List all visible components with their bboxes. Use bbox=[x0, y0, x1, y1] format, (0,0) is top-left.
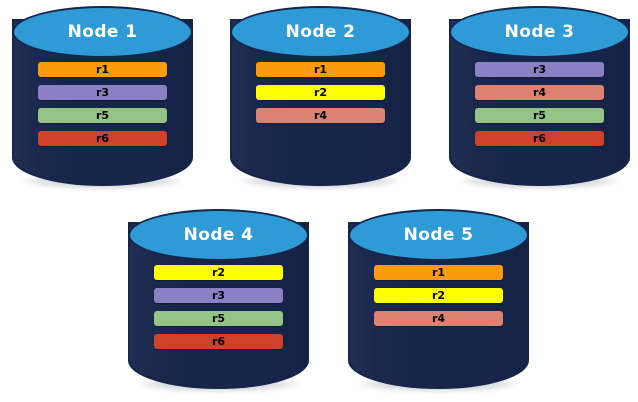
replica-list: r1 r3 r5 r6 bbox=[12, 62, 193, 146]
replica-list: r1 r2 r4 bbox=[230, 62, 411, 123]
replica-bar-r3[interactable]: r3 bbox=[154, 288, 283, 303]
replica-bar-r5[interactable]: r5 bbox=[154, 311, 283, 326]
replica-label: r3 bbox=[211, 289, 226, 302]
replica-bar-r2[interactable]: r2 bbox=[374, 288, 503, 303]
replica-bar-r6[interactable]: r6 bbox=[475, 131, 604, 146]
database-node-5[interactable]: Node 5 r1 r2 r4 bbox=[348, 209, 529, 392]
node-label: Node 5 bbox=[403, 224, 474, 245]
database-node-3[interactable]: Node 3 r3 r4 r5 r6 bbox=[449, 6, 630, 189]
replica-bar-r1[interactable]: r1 bbox=[374, 265, 503, 280]
replica-label: r4 bbox=[532, 86, 547, 99]
replica-label: r4 bbox=[313, 109, 328, 122]
replica-label: r1 bbox=[95, 63, 110, 76]
replica-bar-r6[interactable]: r6 bbox=[38, 131, 167, 146]
database-node-2[interactable]: Node 2 r1 r2 r4 bbox=[230, 6, 411, 189]
replica-label: r2 bbox=[313, 86, 328, 99]
replica-list: r1 r2 r4 bbox=[348, 265, 529, 326]
replica-label: r5 bbox=[532, 109, 547, 122]
database-node-4[interactable]: Node 4 r2 r3 r5 r6 bbox=[128, 209, 309, 392]
node-label: Node 3 bbox=[504, 21, 575, 42]
replica-label: r6 bbox=[95, 132, 110, 145]
replica-bar-r4[interactable]: r4 bbox=[374, 311, 503, 326]
cylinder-top-ellipse: Node 5 bbox=[348, 209, 529, 261]
replica-bar-r6[interactable]: r6 bbox=[154, 334, 283, 349]
replica-label: r2 bbox=[211, 266, 226, 279]
replica-label: r2 bbox=[431, 289, 446, 302]
replica-bar-r5[interactable]: r5 bbox=[475, 108, 604, 123]
replica-bar-r2[interactable]: r2 bbox=[256, 85, 385, 100]
cylinder-top-ellipse: Node 2 bbox=[230, 6, 411, 58]
replica-label: r3 bbox=[532, 63, 547, 76]
replica-bar-r4[interactable]: r4 bbox=[256, 108, 385, 123]
node-label: Node 4 bbox=[183, 224, 254, 245]
node-label: Node 1 bbox=[67, 21, 138, 42]
node-label: Node 2 bbox=[285, 21, 356, 42]
replica-label: r6 bbox=[211, 335, 226, 348]
replica-list: r2 r3 r5 r6 bbox=[128, 265, 309, 349]
replica-list: r3 r4 r5 r6 bbox=[449, 62, 630, 146]
replica-bar-r5[interactable]: r5 bbox=[38, 108, 167, 123]
replica-bar-r2[interactable]: r2 bbox=[154, 265, 283, 280]
cylinder-top-ellipse: Node 4 bbox=[128, 209, 309, 261]
cylinder-top-ellipse: Node 1 bbox=[12, 6, 193, 58]
replica-label: r5 bbox=[211, 312, 226, 325]
replica-bar-r1[interactable]: r1 bbox=[38, 62, 167, 77]
cylinder-top-ellipse: Node 3 bbox=[449, 6, 630, 58]
replica-label: r4 bbox=[431, 312, 446, 325]
replica-label: r6 bbox=[532, 132, 547, 145]
replica-bar-r3[interactable]: r3 bbox=[38, 85, 167, 100]
replica-label: r1 bbox=[313, 63, 328, 76]
replica-bar-r1[interactable]: r1 bbox=[256, 62, 385, 77]
replica-label: r3 bbox=[95, 86, 110, 99]
database-node-1[interactable]: Node 1 r1 r3 r5 r6 bbox=[12, 6, 193, 189]
replica-bar-r4[interactable]: r4 bbox=[475, 85, 604, 100]
replica-label: r5 bbox=[95, 109, 110, 122]
replica-bar-r3[interactable]: r3 bbox=[475, 62, 604, 77]
replica-label: r1 bbox=[431, 266, 446, 279]
